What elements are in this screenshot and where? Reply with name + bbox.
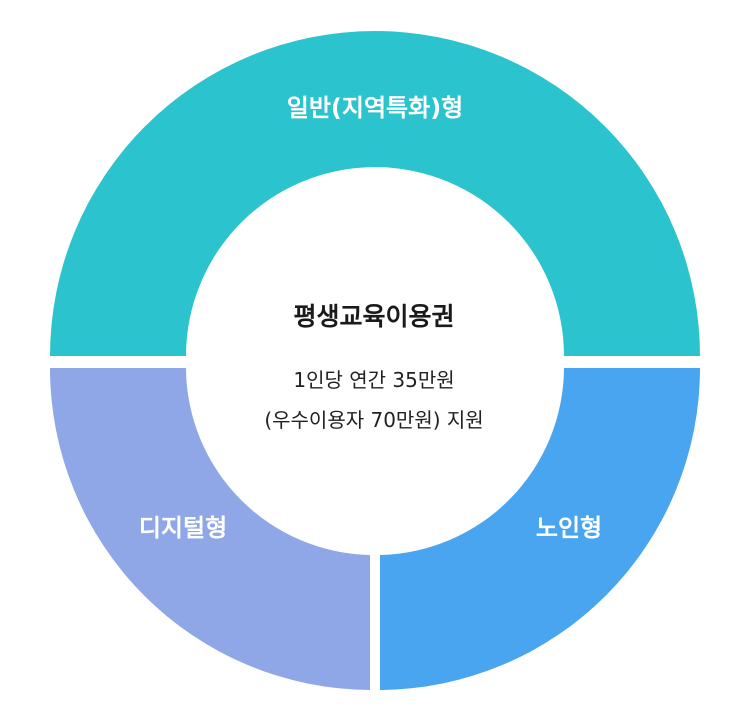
segment-label-digital: 디지털형 <box>139 514 227 542</box>
segment-digital <box>50 368 370 690</box>
center-excellent-user-note: (우수이용자 70만원) 지원 <box>264 408 483 432</box>
segment-label-senior: 노인형 <box>536 514 602 542</box>
center-support-amount: 1인당 연간 35만원 <box>293 368 454 392</box>
segment-label-general-regional: 일반(지역특화)형 <box>287 94 464 122</box>
segment-senior <box>380 368 701 690</box>
segment-general-regional <box>50 31 700 356</box>
center-title: 평생교육이용권 <box>293 302 454 331</box>
